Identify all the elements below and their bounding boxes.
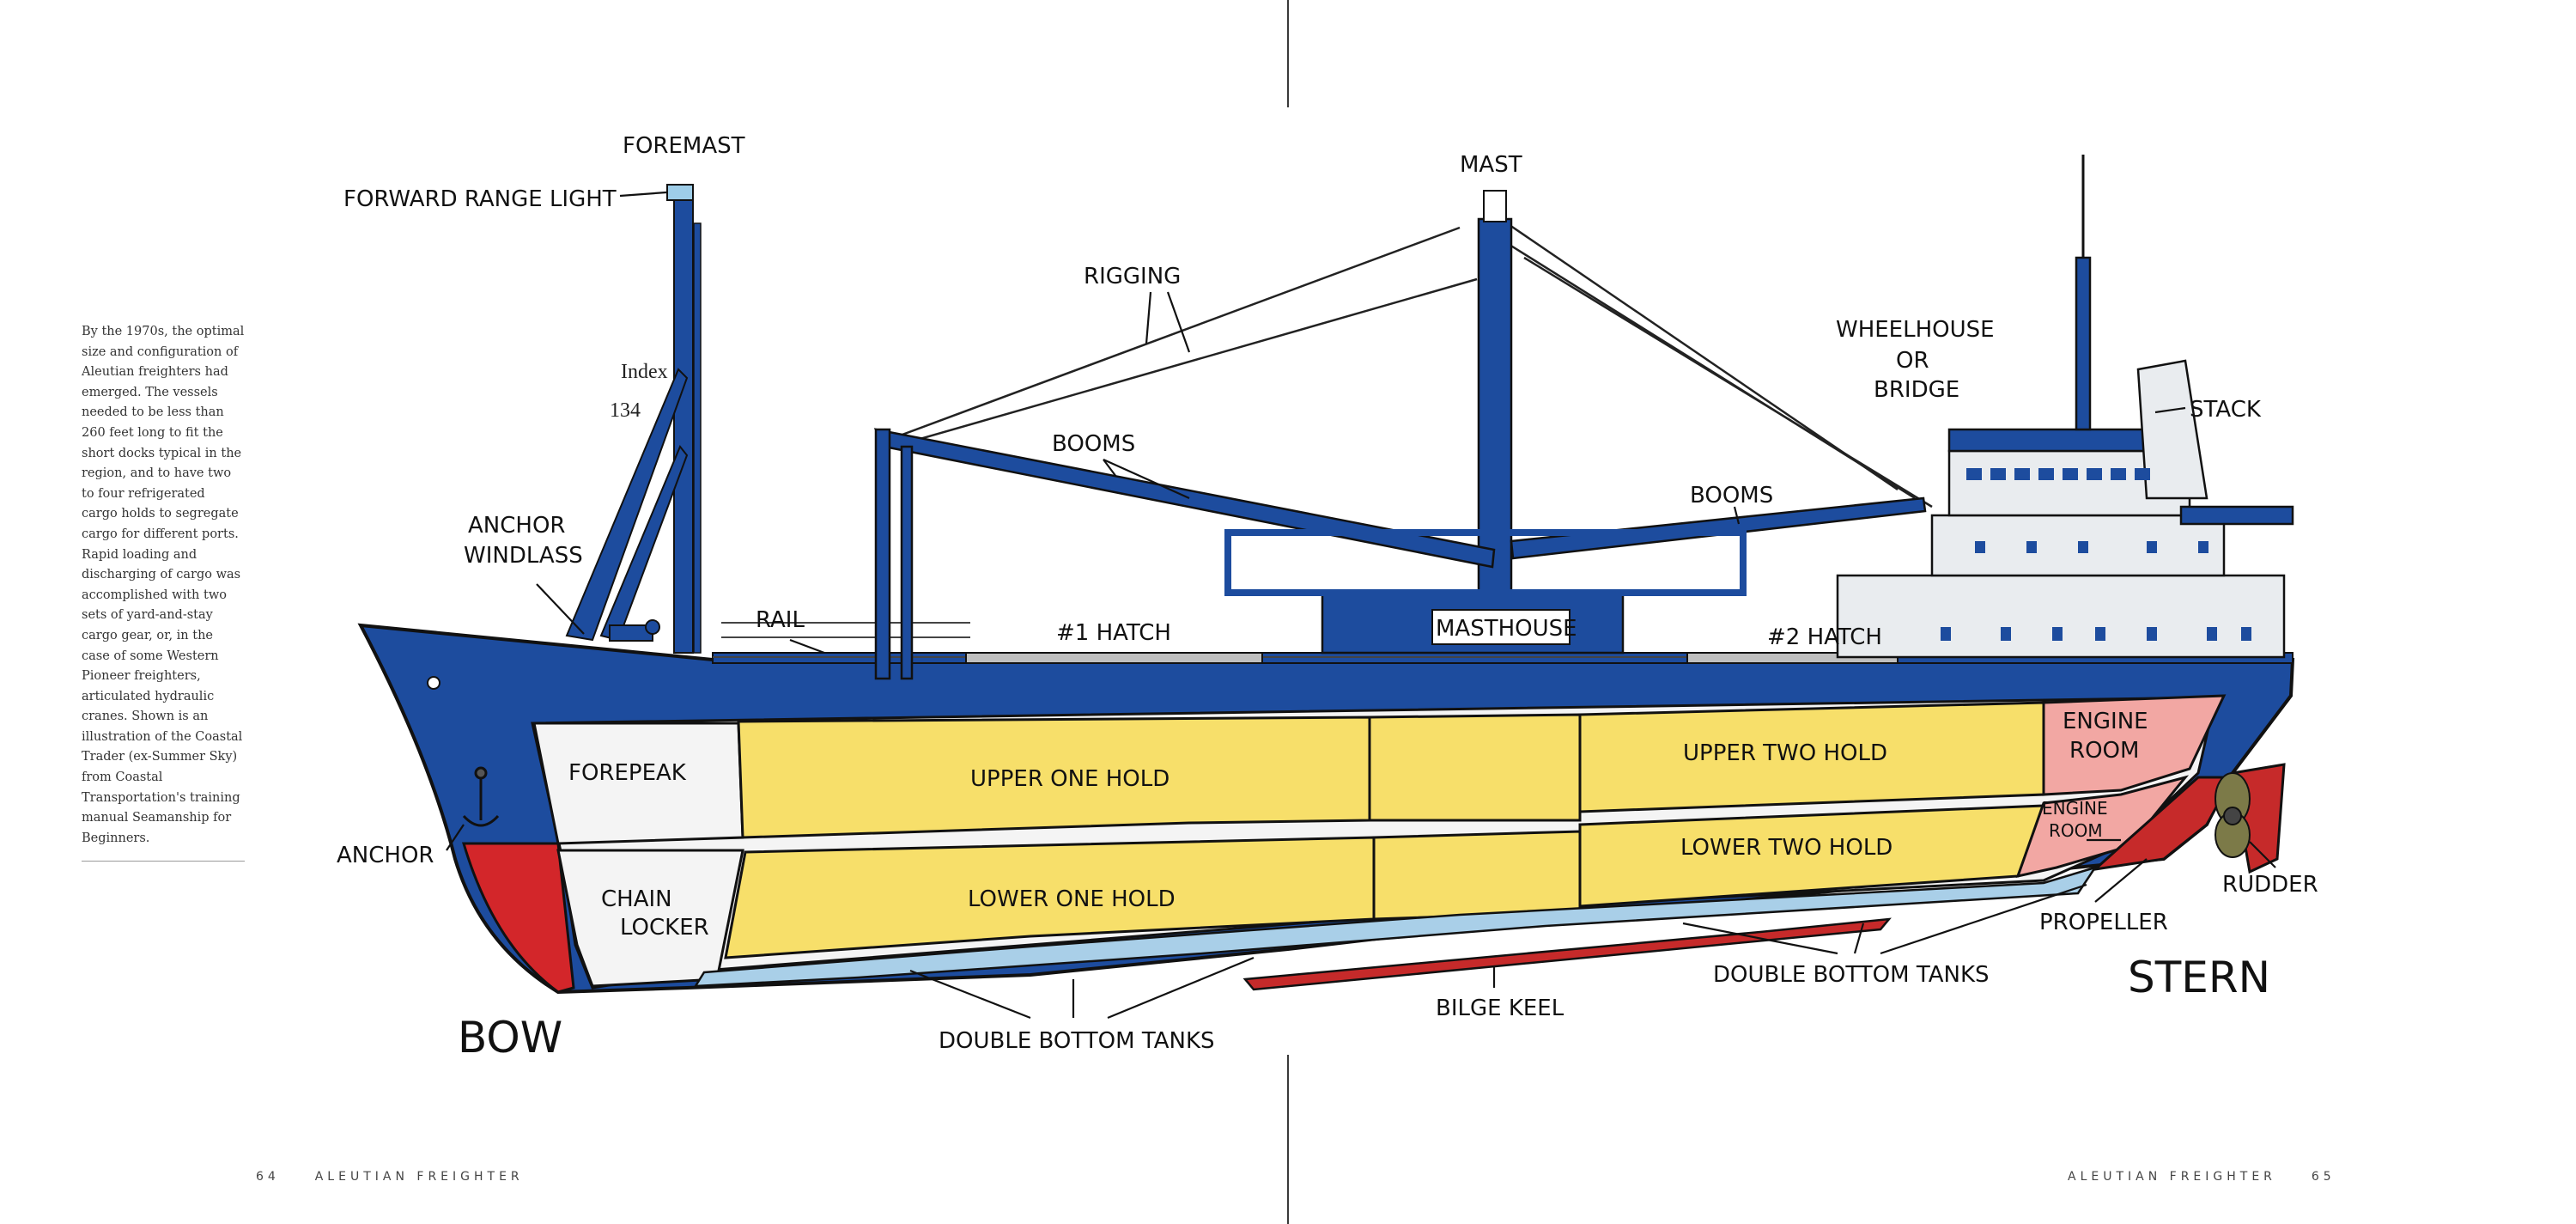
leader-lines <box>446 191 2276 1020</box>
index-note-page: 134 <box>610 399 641 422</box>
engine-room-upper <box>2042 694 2227 796</box>
hawse-pipe <box>427 676 440 690</box>
upper-mid-hold <box>1368 713 1582 822</box>
label-rigging: RIGGING <box>1084 264 1181 289</box>
label-bow: BOW <box>458 1013 562 1063</box>
anchor-windlass-shape <box>609 619 660 642</box>
label-rail: RAIL <box>756 607 805 633</box>
label-engine-room-small-1: ENGINE <box>2042 798 2108 819</box>
label-hatch2: #2 HATCH <box>1767 624 1882 650</box>
double-bottom-tank-strip <box>693 865 2098 988</box>
upper-one-hold <box>737 716 1371 839</box>
label-masthouse: MASTHOUSE <box>1436 616 1577 642</box>
label-forepeak: FOREPEAK <box>568 760 687 786</box>
label-lower-one-hold: LOWER ONE HOLD <box>968 886 1176 912</box>
rigging-lines <box>892 223 1933 508</box>
label-engine-room-small-2: ROOM <box>2049 820 2103 841</box>
label-mast: MAST <box>1460 152 1522 178</box>
label-upper-two-hold: UPPER TWO HOLD <box>1683 740 1887 766</box>
lower-mid-hold <box>1372 830 1582 921</box>
folio-right-title: ALEUTIAN FREIGHTER <box>2068 1170 2276 1184</box>
label-double-bottom-tanks-right: DOUBLE BOTTOM TANKS <box>1713 962 1990 988</box>
label-bridge: BRIDGE <box>1874 377 1959 403</box>
folio-left-page: 64 <box>256 1170 280 1184</box>
masthouse-frame <box>1224 529 1747 596</box>
folio-right: ALEUTIAN FREIGHTER 65 <box>2068 1170 2336 1184</box>
label-engine-room-2: ROOM <box>2069 738 2139 764</box>
label-anchor-windlass-2: WINDLASS <box>464 543 583 569</box>
bilge-keel <box>1242 917 1892 991</box>
label-hatch1: #1 HATCH <box>1056 620 1171 646</box>
gutter-top <box>1287 0 1289 107</box>
caption-text: By the 1970s, the optimal size and confi… <box>82 325 245 845</box>
bow-red <box>461 842 575 994</box>
label-bilge-keel: BILGE KEEL <box>1436 996 1564 1021</box>
bridge-windows <box>1941 468 2251 641</box>
label-upper-one-hold: UPPER ONE HOLD <box>970 766 1170 792</box>
stern-red <box>2091 776 2235 872</box>
folio-left-title: ALEUTIAN FREIGHTER <box>314 1170 524 1184</box>
label-stack: STACK <box>2190 397 2262 423</box>
propeller-shape <box>2215 772 2251 858</box>
forward-range-light-lamp <box>666 184 694 201</box>
label-booms-right: BOOMS <box>1690 483 1773 508</box>
label-foremast: FOREMAST <box>623 133 745 159</box>
label-stern: STERN <box>2128 953 2270 1002</box>
gutter-bottom <box>1287 1055 1289 1224</box>
booms-aft <box>1510 496 1927 560</box>
label-anchor-windlass-1: ANCHOR <box>468 513 565 539</box>
caption: By the 1970s, the optimal size and confi… <box>82 322 245 862</box>
label-chain-locker-1: CHAIN <box>601 886 672 912</box>
anchor-shape <box>462 766 500 827</box>
hatch1-cover <box>965 652 1263 664</box>
index-note-word: Index <box>621 361 668 383</box>
folio-right-page: 65 <box>2311 1170 2336 1184</box>
label-anchor: ANCHOR <box>337 843 434 868</box>
label-propeller: PROPELLER <box>2039 910 2168 935</box>
label-forward-range-light: FORWARD RANGE LIGHT <box>343 186 617 212</box>
label-double-bottom-tanks-left: DOUBLE BOTTOM TANKS <box>939 1028 1215 1054</box>
label-rudder: RUDDER <box>2222 872 2318 898</box>
label-lower-two-hold: LOWER TWO HOLD <box>1680 835 1893 861</box>
label-wheelhouse: WHEELHOUSE <box>1836 317 1995 343</box>
label-engine-room-1: ENGINE <box>2063 709 2148 734</box>
label-chain-locker-2: LOCKER <box>620 915 709 941</box>
folio-left: 64 ALEUTIAN FREIGHTER <box>256 1170 524 1184</box>
label-or: OR <box>1896 348 1929 374</box>
lower-one-hold <box>724 836 1376 959</box>
label-booms-left: BOOMS <box>1052 431 1135 457</box>
foremast <box>565 184 702 654</box>
masthouse-tag <box>1431 609 1571 645</box>
chain-locker-compartment <box>556 849 744 988</box>
